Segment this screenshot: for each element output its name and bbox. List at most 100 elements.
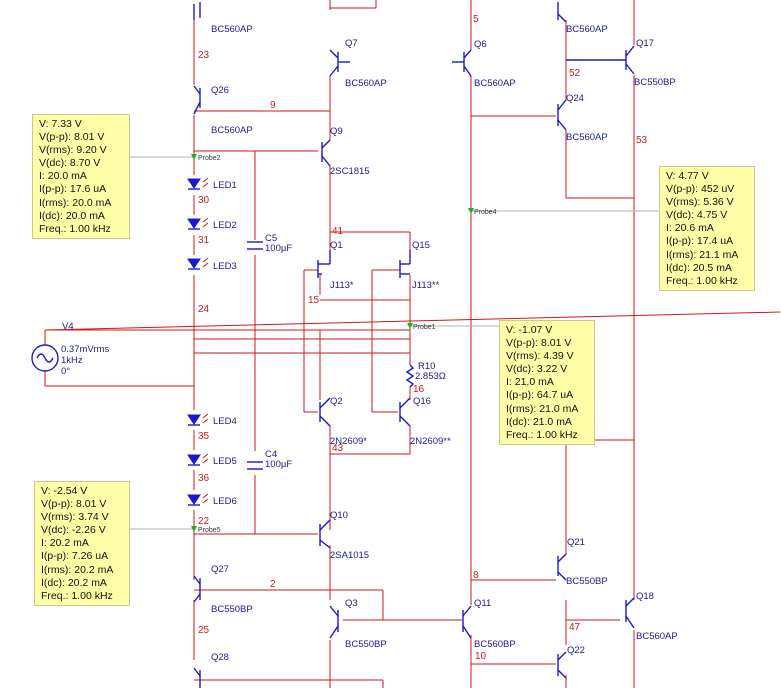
q17-name: Q17: [636, 38, 654, 49]
readout-freq: Freq.: 1.00 kHz: [41, 589, 113, 602]
net-label: 53: [636, 135, 648, 146]
led-symbols: [187, 177, 209, 506]
net-label: 24: [198, 304, 210, 315]
probe4-readout: V: 4.77 V V(p-p): 452 uV V(rms): 5.36 V …: [659, 166, 755, 291]
readout-ipp: I(p-p): 7.26 uA: [41, 550, 109, 563]
led5-label: LED5: [213, 456, 237, 467]
probe2-readout: V: 7.33 V V(p-p): 8.01 V V(rms): 9.20 V …: [32, 114, 130, 239]
q-top-right-model: BC560AP: [566, 24, 608, 35]
readout-i: I: 21.0 mA: [506, 376, 554, 389]
q22-name: Q22: [567, 645, 585, 656]
net-label: 2: [270, 579, 276, 590]
q15-name: Q15: [412, 240, 430, 251]
q6-model: BC560AP: [474, 78, 516, 89]
readout-vpp: V(p-p): 8.01 V: [39, 131, 105, 144]
q21-name: Q21: [567, 537, 585, 548]
q24-model: BC560AP: [566, 132, 608, 143]
c4-value: 100µF: [265, 459, 293, 470]
readout-ipp: I(p-p): 17.4 uA: [666, 235, 734, 248]
r10-name: R10: [418, 361, 436, 372]
q2-name: Q2: [330, 396, 343, 407]
readout-idc: I(dc): 21.0 mA: [506, 415, 572, 428]
q15-model: J113**: [412, 280, 440, 291]
probe2-label: Probe2: [198, 155, 221, 162]
q21-model: BC550BP: [566, 576, 608, 587]
readout-freq: Freq.: 1.00 kHz: [39, 222, 111, 235]
readout-vrms: V(rms): 5.36 V: [666, 196, 734, 209]
readout-v: V: 7.33 V: [39, 118, 82, 130]
q26-model: BC560AP: [211, 125, 253, 136]
net-label: 16: [413, 384, 425, 395]
net-label: 36: [198, 473, 210, 484]
q27-model: BC550BP: [211, 604, 253, 615]
c5-value: 100µF: [265, 243, 293, 254]
net-label: 9: [270, 100, 276, 111]
q26-name: Q26: [211, 85, 229, 96]
led6-label: LED6: [213, 496, 237, 507]
net-label: 35: [198, 431, 210, 442]
probe5-readout: V: -2.54 V V(p-p): 8.01 V V(rms): 3.74 V…: [34, 481, 130, 606]
led3-label: LED3: [213, 261, 237, 272]
readout-v: V: -2.54 V: [41, 485, 88, 497]
c5-name: C5: [265, 233, 278, 244]
wires: [44, 0, 781, 688]
readout-i: I: 20.2 mA: [41, 537, 89, 550]
q11-model: BC560BP: [474, 639, 516, 650]
q7-name: Q7: [345, 38, 358, 49]
led2-label: LED2: [213, 220, 237, 231]
component-symbols: [31, 2, 635, 688]
probe4-label: Probe4: [474, 209, 497, 216]
readout-idc: I(dc): 20.5 mA: [666, 261, 732, 274]
readout-vrms: V(rms): 4.39 V: [506, 350, 574, 363]
q7-model: BC560AP: [345, 78, 387, 89]
net-label: 52: [569, 68, 581, 79]
net-label: 22: [198, 516, 210, 527]
net-label: 43: [332, 443, 344, 454]
q3-model: BC550BP: [345, 639, 387, 650]
q3-name: Q3: [345, 598, 358, 609]
q16-model: 2N2609**: [410, 436, 451, 447]
q1-model: J113*: [330, 280, 354, 291]
v4-frequency: 1kHz: [61, 355, 83, 366]
q9-model: 2SC1815: [330, 166, 370, 177]
readout-v: V: 4.77 V: [666, 170, 709, 182]
q11-name: Q11: [474, 598, 492, 609]
net-label: 47: [569, 622, 581, 633]
r10-value: 2.853Ω: [415, 371, 446, 382]
net-label: 41: [332, 226, 344, 237]
q10-model: 2SA1015: [330, 550, 370, 561]
net-label: 15: [308, 295, 320, 306]
led4-label: LED4: [213, 416, 237, 427]
c4-name: C4: [265, 449, 278, 460]
readout-i: I: 20.0 mA: [39, 170, 87, 183]
v4-phase: 0°: [61, 366, 71, 377]
q-top-left-model: BC560AP: [211, 24, 253, 35]
net-label: 5: [473, 14, 479, 25]
readout-irms: I(rms): 20.0 mA: [39, 196, 112, 209]
readout-vdc: V(dc): 8.70 V: [39, 157, 101, 170]
readout-vdc: V(dc): 3.22 V: [506, 363, 568, 376]
net-label: 10: [475, 651, 487, 662]
probe1-readout: V: -1.07 V V(p-p): 8.01 V V(rms): 4.39 V…: [499, 320, 595, 445]
net-label: 31: [198, 235, 210, 246]
q9-name: Q9: [330, 126, 343, 137]
readout-vdc: V(dc): -2.26 V: [41, 524, 106, 537]
readout-irms: I(rms): 21.1 mA: [666, 248, 739, 261]
q27-name: Q27: [211, 564, 229, 575]
q18-name: Q18: [636, 591, 654, 602]
probe1-label: Probe1: [413, 324, 436, 331]
q18-model: BC560AP: [636, 631, 678, 642]
readout-idc: I(dc): 20.2 mA: [41, 576, 107, 589]
v4-amplitude: 0.37mVrms: [61, 344, 110, 355]
readout-i: I: 20.6 mA: [666, 222, 714, 235]
q17-model: BC550BP: [634, 77, 676, 88]
readout-vpp: V(p-p): 8.01 V: [41, 498, 107, 511]
readout-vrms: V(rms): 9.20 V: [39, 144, 107, 157]
readout-vrms: V(rms): 3.74 V: [41, 511, 109, 524]
readout-idc: I(dc): 20.0 mA: [39, 209, 105, 222]
readout-freq: Freq.: 1.00 kHz: [666, 274, 738, 287]
net-label: 8: [473, 570, 479, 581]
readout-ipp: I(p-p): 17.6 uA: [39, 183, 107, 196]
q16-name: Q16: [413, 396, 431, 407]
